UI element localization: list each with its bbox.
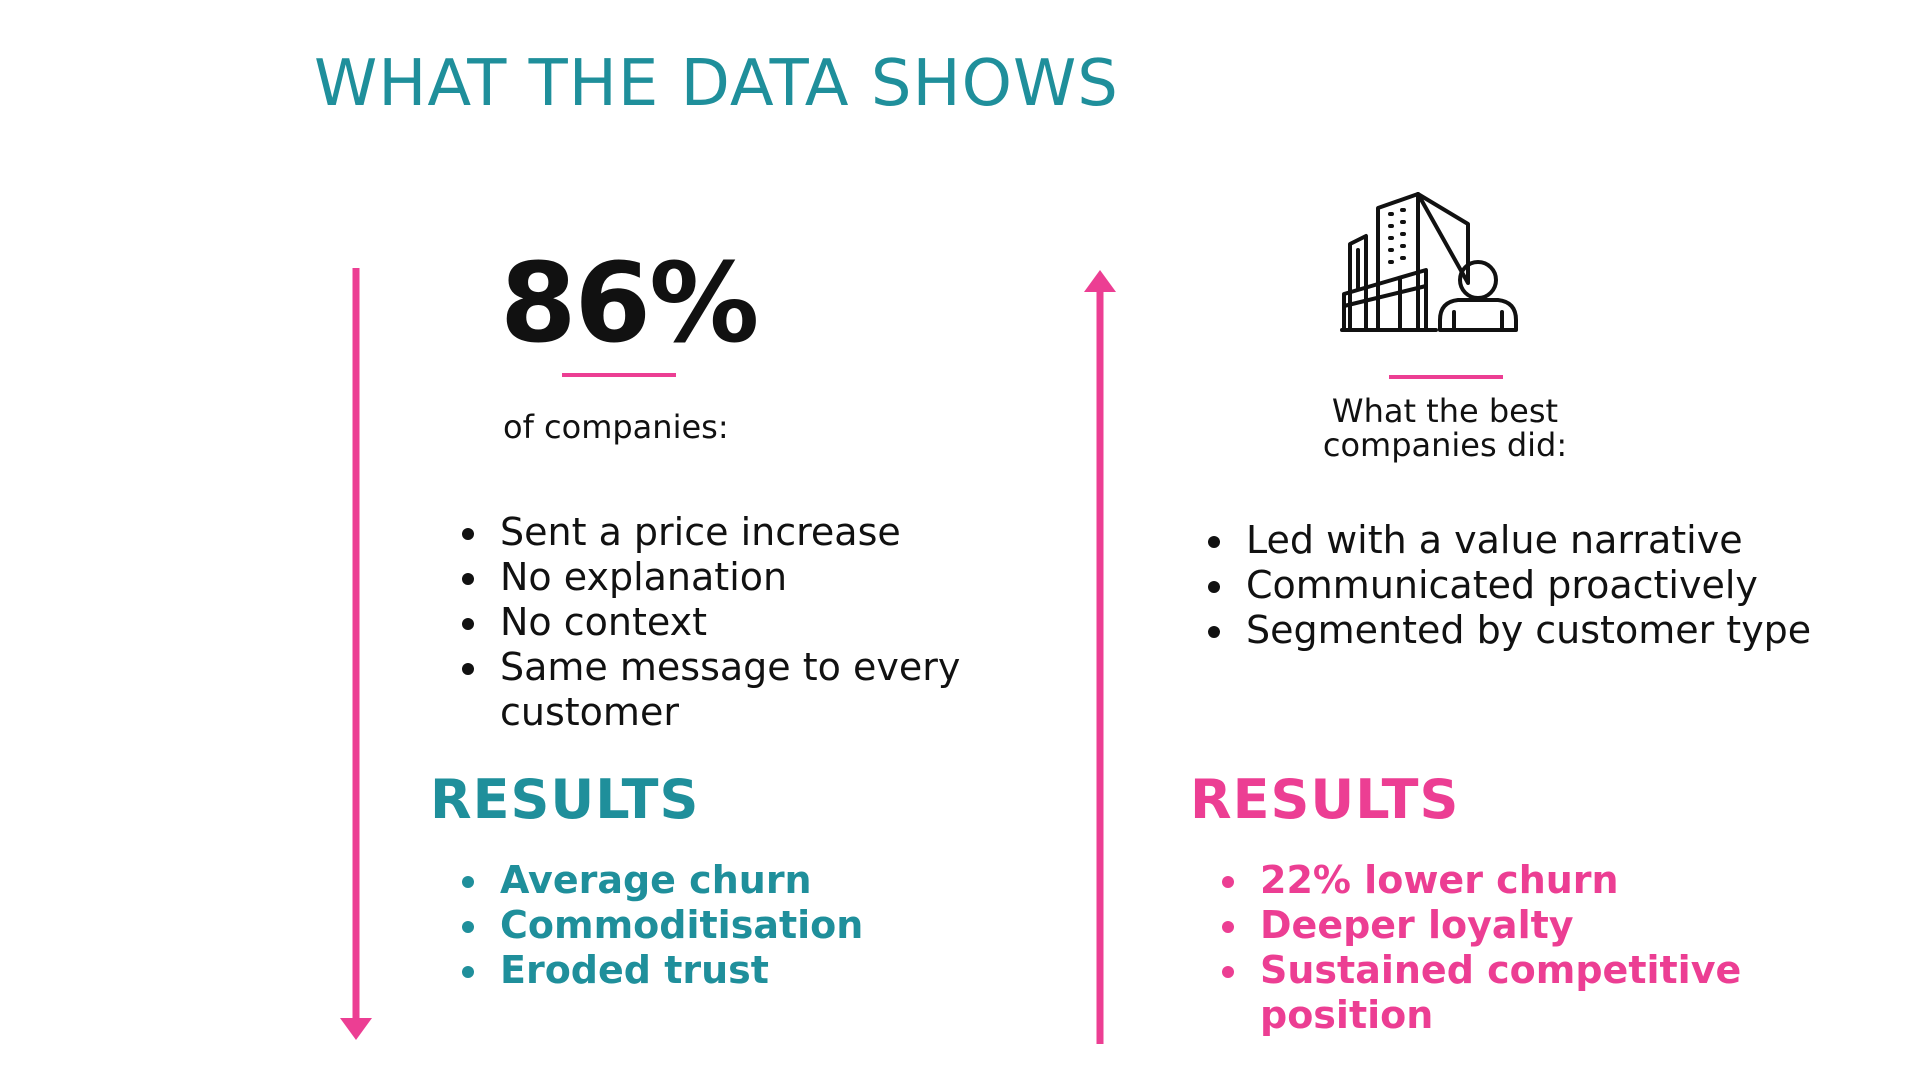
list-item: Sent a price increase [492, 510, 962, 555]
left-bullet-list: Sent a price increase No explanation No … [446, 510, 962, 735]
down-arrow-icon [340, 268, 372, 1040]
left-caption: of companies: [503, 408, 729, 446]
list-item: Same message to every customer [492, 645, 962, 735]
caption-underline [1389, 375, 1503, 379]
result-item: 22% lower churn [1252, 858, 1812, 903]
stat-percentage: 86% [500, 239, 759, 367]
left-results-list: Average churn Commoditisation Eroded tru… [446, 858, 962, 993]
result-item: Commoditisation [492, 903, 962, 948]
result-item: Average churn [492, 858, 962, 903]
list-item: No explanation [492, 555, 962, 600]
page-title: WHAT THE DATA SHOWS [314, 47, 1119, 121]
stat-underline [562, 373, 676, 377]
right-caption: What the best companies did: [1290, 394, 1600, 462]
right-results-list: 22% lower churn Deeper loyalty Sustained… [1206, 858, 1812, 1038]
right-bullet-list: Led with a value narrative Communicated … [1192, 518, 1838, 653]
right-results-heading: RESULTS [1190, 768, 1460, 831]
up-arrow-icon [1084, 270, 1116, 1044]
list-item: Segmented by customer type [1238, 608, 1838, 653]
right-caption-line-1: What the best [1331, 392, 1559, 430]
result-item: Sustained competitive position [1252, 948, 1812, 1038]
building-person-icon [1340, 188, 1530, 348]
list-item: No context [492, 600, 962, 645]
right-caption-line-2: companies did: [1322, 426, 1568, 464]
list-item: Led with a value narrative [1238, 518, 1838, 563]
result-item: Eroded trust [492, 948, 962, 993]
result-item: Deeper loyalty [1252, 903, 1812, 948]
left-results-heading: RESULTS [430, 768, 700, 831]
list-item: Communicated proactively [1238, 563, 1838, 608]
